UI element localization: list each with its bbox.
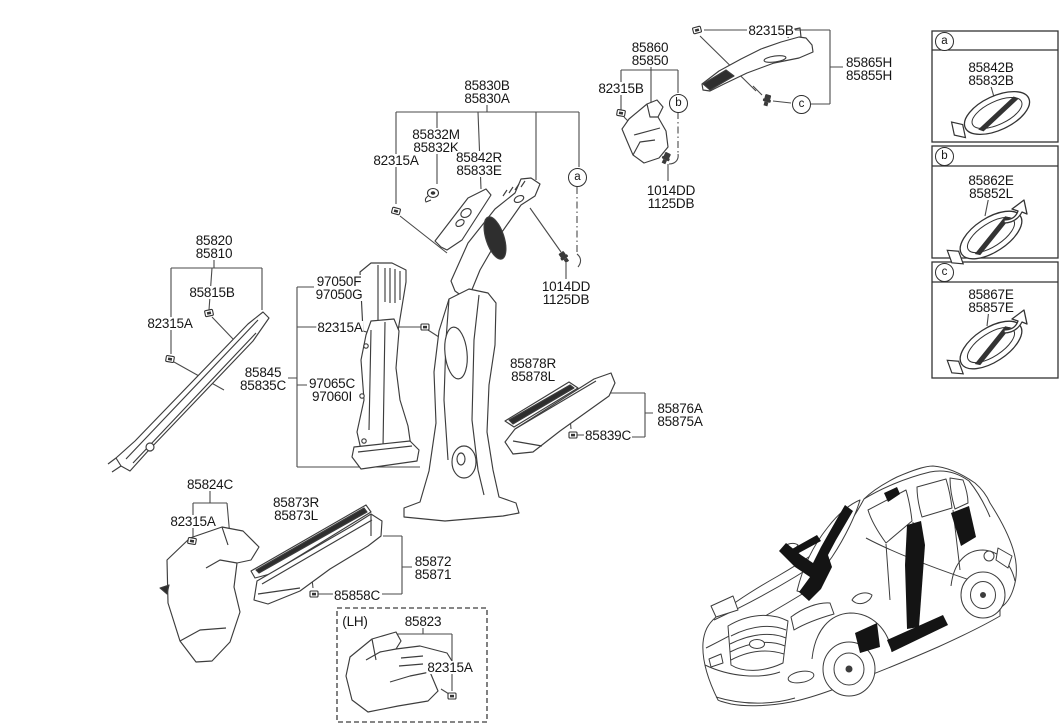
legend-part-label-c: 85867E 85857E [967, 287, 1015, 315]
lh-variant-box [336, 607, 488, 723]
legend-callout-b: b [935, 147, 954, 166]
part-label-85830: 85830B 85830A [463, 78, 511, 106]
clip-fastener-icon [568, 431, 578, 439]
part-label-85820: 85820 85810 [194, 233, 234, 261]
legend-callout-a: a [935, 32, 954, 51]
clip-fastener-icon [309, 590, 319, 598]
clip-fastener-icon [691, 25, 703, 35]
clip-fastener-icon [390, 206, 402, 216]
clip-fastener-icon [615, 108, 627, 118]
part-label-85872: 85872 85871 [413, 554, 453, 582]
part-label-85832: 85832M 85832K [411, 127, 461, 155]
part-label-82315A-4: 82315A [169, 514, 217, 529]
part-label-85815B: 85815B [188, 285, 236, 300]
part-label-85839C: 85839C [583, 428, 633, 443]
part-label-82315A-lh: 82315A [426, 660, 474, 675]
cap-85842B-drawing [945, 82, 1037, 150]
b-pillar-upper-trim-drawing [434, 177, 541, 297]
a-pillar-trim-drawing [107, 311, 270, 473]
lh-variant-tag: (LH) [341, 614, 369, 629]
screw-fastener-icon [761, 93, 773, 107]
part-label-85858C: 85858C [332, 588, 382, 603]
part-label-85824C: 85824C [185, 477, 235, 492]
clip-fastener-icon [447, 692, 457, 700]
part-label-85842R: 85842R 85833E [454, 150, 504, 178]
part-label-85823: 85823 [403, 614, 443, 629]
part-label-97050F: 97050F 97050G [314, 274, 364, 302]
front-door-scuff-drawing [250, 504, 383, 605]
part-label-85845: 85845 85835C [238, 365, 288, 393]
vehicle-location-illustration [702, 465, 1017, 707]
b-pillar-lower-trim-drawing [403, 288, 520, 522]
part-label-82315B-1: 82315B [747, 23, 795, 38]
legend-callout-c: c [935, 263, 954, 282]
cap-85867E-drawing [940, 311, 1031, 387]
legend-part-label-a: 85842B 85832B [967, 60, 1015, 88]
part-label-97065C: 97065C 97060I [307, 376, 357, 404]
part-label-85873: 85873R 85873L [271, 495, 321, 523]
clip-fastener-icon [420, 323, 430, 331]
pillar-air-duct-drawing [351, 262, 420, 470]
part-label-85878: 85878R 85878L [508, 356, 558, 384]
clip-fastener-icon [203, 308, 215, 318]
part-label-82315A-3: 82315A [316, 320, 364, 335]
quarter-lower-trim-drawing [621, 99, 669, 164]
part-label-1014DD-2: 1014DD 1125DB [540, 279, 592, 307]
part-label-1014DD-1: 1014DD 1125DB [645, 183, 697, 211]
part-label-82315B-2: 82315B [597, 81, 645, 96]
legend-part-label-b: 85862E 85852L [967, 173, 1015, 201]
legend-box-b [931, 145, 1059, 259]
part-label-85876A: 85876A 85875A [656, 401, 704, 429]
clip-fastener-icon [186, 536, 198, 546]
legend-box-a [931, 30, 1059, 143]
part-label-85860: 85860 85850 [630, 40, 670, 68]
part-label-85865H: 85865H 85855H [844, 55, 894, 83]
screw-fastener-icon [557, 250, 571, 265]
highlighted-trim-areas [779, 487, 976, 653]
part-drawings [107, 27, 814, 713]
callout-b: b [669, 94, 688, 113]
legend-panel [931, 30, 1059, 379]
legend-box-c [931, 261, 1059, 379]
part-label-82315A-2: 82315A [146, 316, 194, 331]
clip-fastener-icon [164, 354, 176, 364]
rear-door-scuff-drawing [504, 372, 616, 455]
part-label-82315A-1: 82315A [372, 153, 420, 168]
cowl-side-trim-drawing [159, 526, 260, 663]
callout-a: a [568, 168, 587, 187]
cowl-upper-trim-drawing [701, 27, 814, 92]
callout-c: c [792, 95, 811, 114]
grommet-fastener-icon [424, 187, 440, 203]
